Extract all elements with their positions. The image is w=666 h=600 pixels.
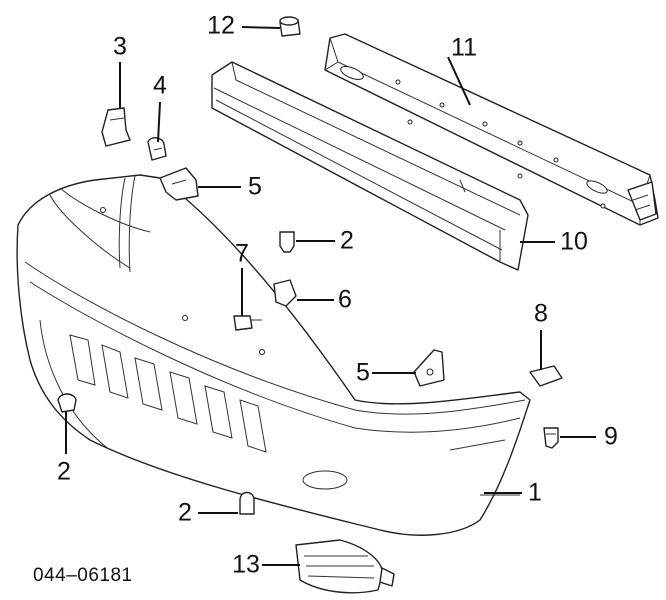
callout-1: 1: [528, 478, 542, 507]
clip-part-2-left: [57, 393, 77, 413]
catalog-number: 044–06181: [33, 565, 133, 586]
clip-part-4: [147, 137, 167, 161]
nut-part-6: [273, 279, 297, 307]
callout-11: 11: [451, 33, 477, 62]
nut-part-12: [279, 16, 301, 37]
bracket-part-5-upper: [159, 167, 199, 201]
bumper-cover-part: [16, 174, 531, 536]
callout-5-upper: 5: [248, 172, 262, 201]
callout-12: 12: [207, 11, 235, 40]
retainer-part-3: [101, 107, 131, 147]
clip-part-8: [529, 365, 563, 387]
callout-4: 4: [153, 71, 167, 100]
callout-7: 7: [235, 239, 249, 268]
bracket-part-5-lower: [413, 349, 445, 387]
callout-2-bottom: 2: [178, 498, 192, 527]
callout-3: 3: [113, 32, 127, 61]
callout-6: 6: [338, 285, 352, 314]
grille-openings: [69, 334, 267, 453]
clip-part-2-bottom: [239, 491, 255, 515]
bolt-part-7: [233, 315, 262, 331]
callout-2-upper: 2: [340, 226, 354, 255]
callout-5-lower: 5: [356, 358, 370, 387]
callout-8: 8: [534, 299, 548, 328]
callout-10: 10: [560, 227, 588, 256]
leader-lines: [65, 26, 596, 566]
callout-13: 13: [232, 550, 260, 579]
grille-part-13: [295, 539, 395, 594]
callout-2-left: 2: [57, 457, 71, 486]
clip-part-2-upper: [279, 231, 295, 253]
bolt-part-9: [543, 427, 559, 449]
callout-9: 9: [604, 422, 618, 451]
energy-absorber-part: [211, 61, 529, 271]
reinforcement-bar-part: [324, 33, 659, 226]
